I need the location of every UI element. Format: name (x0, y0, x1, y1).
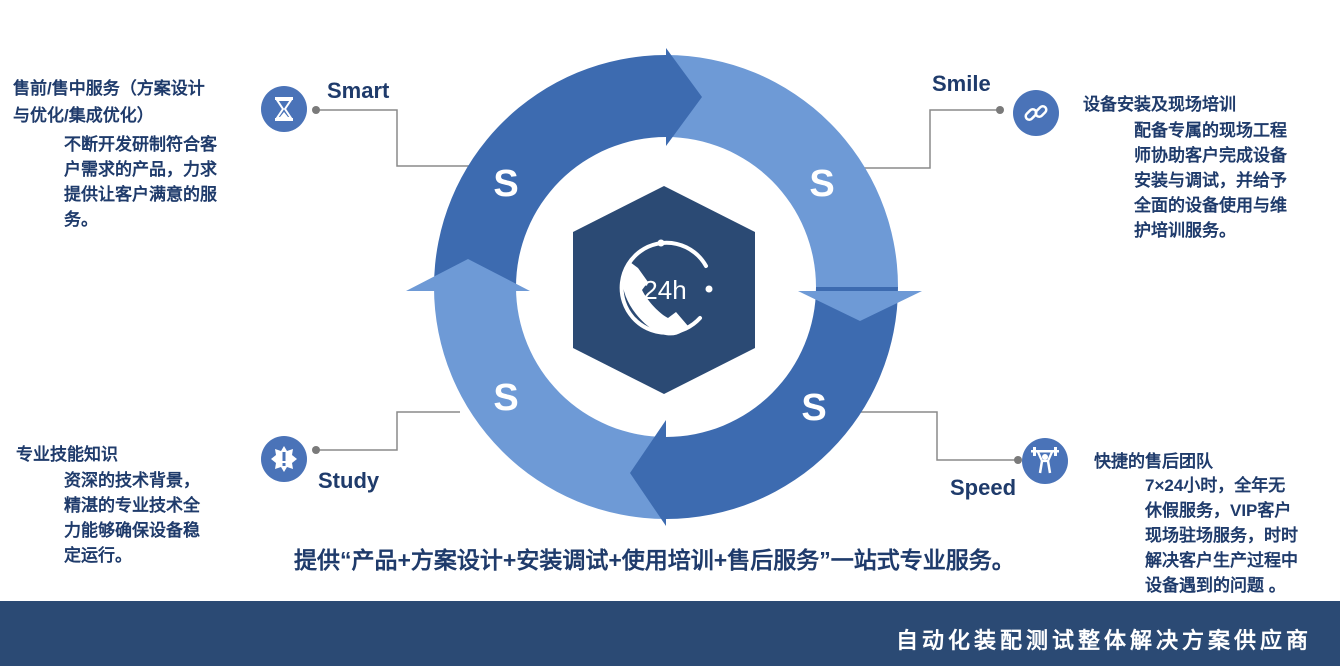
smile-title: 设备安装及现场培训 (1083, 95, 1236, 114)
smile-description: 配备专属的现场工程 师协助客户完成设备 安装与调试，并给予 全面的设备使用与维 … (1134, 121, 1287, 240)
ring-segment-smile (666, 55, 898, 287)
smart-description: 不断开发研制符合客 户需求的产品，力求 提供让客户满意的服 务。 (64, 135, 217, 229)
connector-smile (858, 109, 1000, 169)
ring-letter-smile: S (809, 163, 834, 205)
connector-dot-speed (1014, 456, 1022, 464)
arrow-head-left (406, 259, 530, 291)
footer-bar: 自动化装配测试整体解决方案供应商 (0, 601, 1340, 666)
phone-24h-icon: 24h (619, 239, 713, 336)
smile-label: Smile (932, 71, 991, 96)
ring-letter-speed: S (801, 387, 826, 429)
connector-dot-study (312, 446, 320, 454)
summary-sentence: 提供“产品+方案设计+安装调试+使用培训+售后服务”一站式专业服务。 (294, 547, 1015, 573)
alert-badge-icon (261, 436, 307, 482)
study-label: Study (318, 468, 380, 493)
center-hexagon (573, 186, 755, 394)
study-title: 专业技能知识 (16, 445, 118, 464)
connector-smart (316, 109, 470, 167)
connector-dot-smart (312, 106, 320, 114)
ring-letter-study: S (493, 377, 518, 419)
study-description: 资深的技术背景， 精湛的专业技术全 力能够确保设备稳 定运行。 (64, 471, 200, 565)
arrow-head-bottom (630, 420, 666, 526)
cycle-diagram: S S S S 24h (312, 48, 1022, 526)
weightlifter-icon (1022, 438, 1068, 484)
connector-study (316, 411, 460, 451)
ring-letter-smart: S (493, 163, 518, 205)
arrow-head-top (666, 48, 702, 146)
arrow-head-right (798, 291, 922, 321)
smart-title-line-2: 与优化/集成优化） (13, 106, 154, 125)
connector-dot-smile (996, 106, 1004, 114)
ring-segment-speed (666, 287, 898, 519)
smart-title-line-1: 售前/售中服务（方案设计 (13, 79, 205, 98)
hourglass-icon (261, 86, 307, 132)
footer-tagline: 自动化装配测试整体解决方案供应商 (895, 628, 1312, 653)
ring-segment-study (434, 287, 666, 519)
speed-label: Speed (950, 475, 1017, 500)
speed-description: 7×24小时，全年无 休假服务，VIP客户 现场驻场服务，时时 解决客户生产过程… (1145, 476, 1298, 595)
link-icon (1013, 90, 1059, 136)
ring-segment-smart (434, 55, 666, 287)
connector-speed (858, 411, 1018, 461)
smart-block: 售前/售中服务（方案设计 与优化/集成优化） (13, 75, 205, 129)
center-24h-text: 24h (643, 275, 686, 305)
speed-title: 快捷的售后团队 (1094, 452, 1213, 471)
smart-label: Smart (327, 78, 390, 103)
